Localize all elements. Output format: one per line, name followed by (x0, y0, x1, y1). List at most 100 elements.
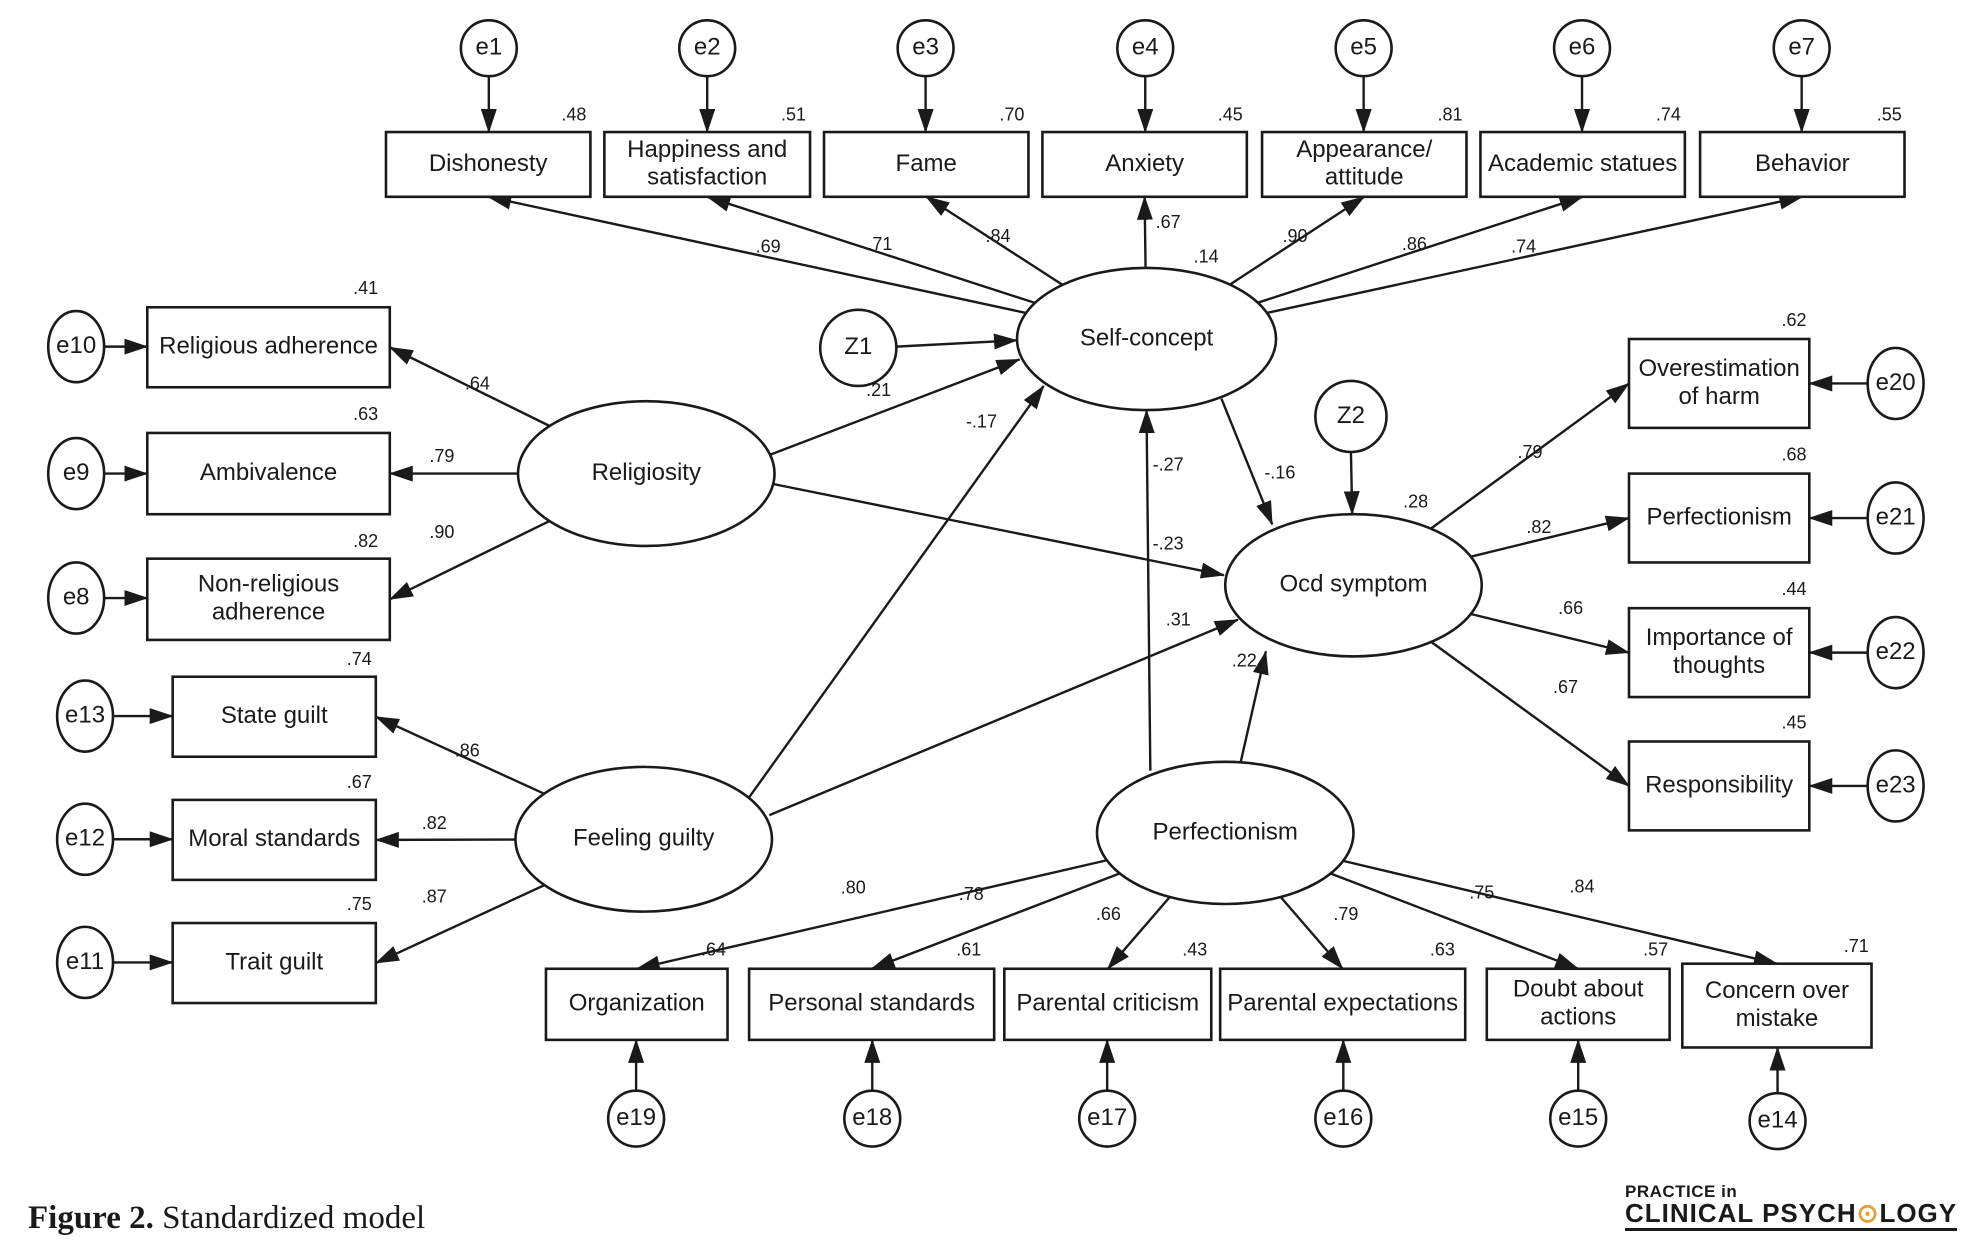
indicator-happiness (603, 130, 812, 199)
loading-arrow-stateguilt (374, 715, 545, 795)
loading-parexp: .79 (1333, 904, 1358, 924)
error-e14 (1748, 1091, 1807, 1151)
path-arrow-Z2-ocd (1343, 451, 1360, 516)
latent-label-guilt: Feeling guilty (573, 825, 714, 852)
edges-layer (104, 76, 1868, 1094)
loading-parcrit: .66 (1096, 904, 1121, 924)
loading-behavior: .74 (1511, 236, 1536, 256)
figure-caption: Figure 2. Standardized model (28, 1200, 425, 1237)
r2-selfconcept: .14 (1194, 246, 1219, 266)
loading-arrow-behavior (1266, 193, 1804, 315)
error-label-e22: e22 (1876, 638, 1916, 665)
loading-arrow-parexp (1279, 896, 1344, 970)
loading-doubt: .75 (1469, 883, 1494, 903)
path-arrow-religiosity-ocd (771, 482, 1225, 579)
loading-traitguilt: .87 (422, 886, 447, 906)
error-e20 (1866, 346, 1925, 421)
loading-arrow-parcrit (1106, 896, 1171, 970)
loading-concern: .84 (1570, 876, 1595, 896)
path-arrow-perf-ocd (1239, 650, 1269, 764)
logo-line1: PRACTICE in (1625, 1182, 1738, 1201)
r2-religadh: .41 (353, 278, 378, 298)
error-label-e17: e17 (1087, 1104, 1127, 1131)
error-e17 (1077, 1089, 1137, 1148)
error-e6 (1552, 19, 1612, 78)
error-e11 (55, 925, 115, 1000)
path-arrow-religiosity-selfconcept (770, 358, 1021, 456)
indicator-academic (1479, 130, 1687, 199)
indicator-label-behavior: Behavior (1755, 150, 1850, 177)
path-coef-religiosity-ocd: -.23 (1153, 533, 1184, 553)
indicator-label-organization: Organization (569, 990, 705, 1017)
indicator-label-happiness: satisfaction (647, 164, 767, 191)
error-e16 (1314, 1089, 1373, 1148)
indicator-label-stateguilt: State guilt (221, 702, 328, 729)
indicator-religadh (145, 305, 392, 389)
loading-arrow-concern (1342, 859, 1778, 967)
indicator-anxiety (1041, 130, 1249, 199)
indicator-label-appearance: attitude (1325, 164, 1404, 191)
r2-doubt: .57 (1643, 940, 1668, 960)
error-e3 (896, 19, 955, 78)
indicator-doubt (1485, 967, 1671, 1042)
indicator-label-anxiety: Anxiety (1105, 150, 1184, 177)
error-e4 (1116, 19, 1175, 78)
error-e9 (46, 436, 106, 511)
error-e7 (1772, 19, 1831, 78)
loading-arrow-perfocd (1470, 515, 1630, 558)
error-label-e21: e21 (1876, 503, 1916, 530)
indicator-label-academic: Academic statues (1488, 150, 1677, 177)
loading-arrow-doubt (1330, 872, 1580, 970)
error-label-e14: e14 (1758, 1106, 1798, 1133)
path-arrow-selfconcept-ocd (1220, 398, 1274, 526)
r2-dishonesty: .48 (561, 104, 586, 124)
error-label-e2: e2 (694, 34, 721, 61)
indicator-label-concern: mistake (1736, 1005, 1819, 1032)
indicator-label-dishonesty: Dishonesty (429, 150, 548, 177)
indicator-appearance (1260, 130, 1468, 199)
logo-o-icon: ⊙ (1856, 1198, 1880, 1228)
r2-ocd: .28 (1403, 492, 1428, 512)
indicator-label-overest: Overestimation (1638, 355, 1799, 382)
loading-overest: .79 (1517, 442, 1542, 462)
error-label-e11: e11 (66, 948, 104, 975)
loading-importance: .66 (1558, 598, 1583, 618)
loading-arrow-fame (925, 195, 1064, 286)
r2-parcrit: .43 (1182, 940, 1207, 960)
r2-anxiety: .45 (1218, 104, 1243, 124)
path-coef-guilt-selfconcept: -.17 (966, 412, 997, 432)
indicator-concern (1681, 962, 1873, 1049)
error-e13 (55, 679, 115, 753)
error-e5 (1334, 19, 1393, 78)
indicator-label-concern: Concern over (1705, 977, 1849, 1004)
indicator-fame (822, 130, 1030, 199)
indicator-label-personal: Personal standards (768, 990, 975, 1017)
indicator-label-ambivalence: Ambivalence (200, 459, 337, 486)
error-e21 (1866, 481, 1925, 555)
error-e2 (677, 19, 737, 78)
error-label-e10: e10 (56, 332, 96, 359)
indicator-responsibility (1627, 740, 1811, 832)
latent-label-ocd: Ocd symptom (1279, 571, 1427, 598)
nodes-layer (46, 19, 1925, 1151)
loading-arrow-importance (1470, 612, 1630, 655)
loading-personal: .78 (959, 884, 984, 904)
latent-religiosity (516, 399, 776, 548)
indicator-label-doubt: Doubt about (1513, 976, 1644, 1003)
loading-nonrelig: .90 (429, 522, 454, 542)
indicator-label-fame: Fame (896, 150, 957, 177)
latent-ocd (1223, 512, 1484, 658)
loading-anxiety: .67 (1156, 212, 1181, 232)
r2-perfocd: .68 (1782, 445, 1807, 465)
r2-nonrelig: .82 (353, 531, 378, 551)
loading-arrow-organization (635, 859, 1108, 972)
r2-parexp: .63 (1430, 940, 1455, 960)
error-label-e23: e23 (1876, 771, 1916, 798)
loading-arrow-academic (1257, 195, 1584, 304)
error-e18 (843, 1089, 902, 1148)
indicator-importance (1627, 606, 1811, 699)
indicator-moral (171, 798, 378, 882)
indicator-label-overest: of harm (1678, 383, 1759, 410)
loading-dishonesty: .69 (756, 236, 781, 256)
disturbance-Z1 (818, 308, 898, 388)
